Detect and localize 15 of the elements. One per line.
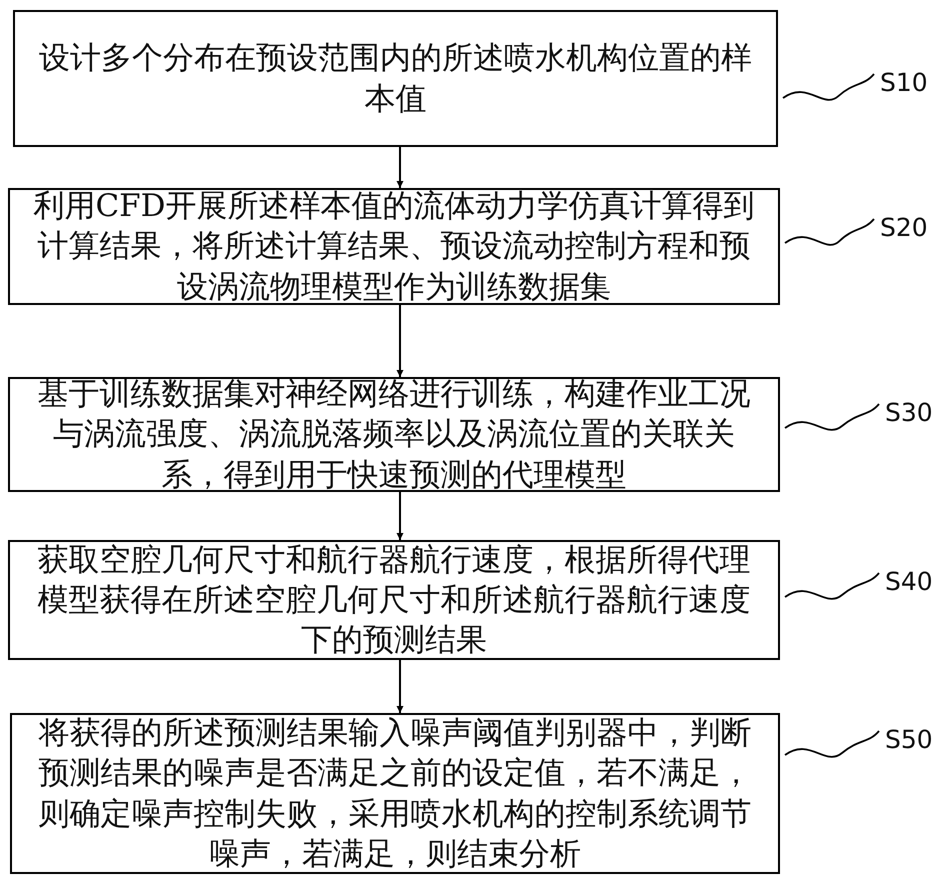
step-number: S10 bbox=[880, 68, 928, 97]
arrow bbox=[396, 660, 404, 713]
step-number: S20 bbox=[880, 213, 928, 242]
step-number: S40 bbox=[885, 567, 933, 596]
step-text: 设计多个分布在预设范围内的所述喷水机构位置的样本值 bbox=[38, 39, 753, 118]
step-text: 利用CFD开展所述样本值的流体动力学仿真计算得到计算结果，将所述计算结果、预设流动控制方程和预设涡流物理模型作为训练数据集 bbox=[32, 187, 756, 307]
process-box bbox=[13, 10, 778, 147]
arrow bbox=[396, 147, 404, 188]
step-number: S30 bbox=[885, 398, 933, 427]
step-text: 基于训练数据集对神经网络进行训练，构建作业工况与涡流强度、涡流脱落频率以及涡流位置的关联关系，得到用于快速预测的代理模型 bbox=[36, 375, 752, 495]
step-text: 将获得的所述预测结果输入噪声阈值判别器中，判断预测结果的噪声是否满足之前的设定值，若不满足，则确定噪声控制失败，采用喷水机构的控制系统调节噪声，若满足，则结束分析 bbox=[38, 714, 752, 874]
arrow bbox=[396, 305, 404, 377]
arrow bbox=[396, 492, 404, 540]
step-text: 获取空腔几何尺寸和航行器航行速度，根据所得代理模型获得在所述空腔几何尺寸和所述航行器航行速度下的预测结果 bbox=[36, 540, 752, 660]
step-number: S50 bbox=[885, 725, 933, 754]
